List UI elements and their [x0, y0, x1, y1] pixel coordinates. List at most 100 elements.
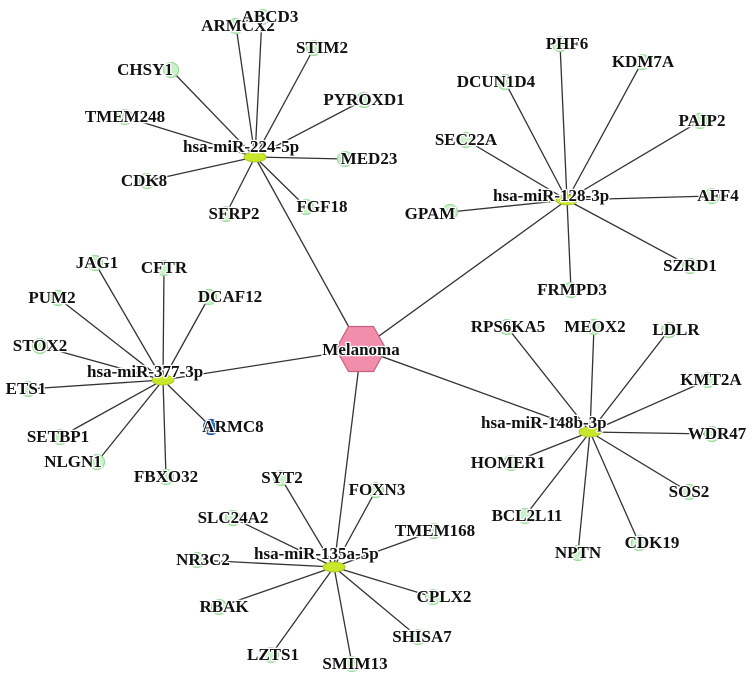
gene-node-stox2[interactable]: [31, 337, 49, 355]
node-layer: [19, 8, 721, 673]
edge-mir148b-ldlr: [589, 329, 670, 433]
gene-node-cftr[interactable]: [155, 259, 173, 277]
gene-node-abcd3[interactable]: [253, 8, 271, 26]
gene-label-cdk8: CDK8: [121, 171, 167, 190]
gene-label-abcd3: ABCD3: [242, 7, 299, 26]
gene-node-slc24a2[interactable]: [224, 509, 242, 527]
hub-node-melanoma[interactable]: [335, 325, 387, 373]
gene-node-dcun1d4[interactable]: [496, 73, 514, 91]
gene-label-paip2: PAIP2: [679, 111, 726, 130]
gene-node-sec22a[interactable]: [457, 131, 475, 149]
mirna-node-mir128[interactable]: [555, 194, 579, 206]
gene-node-rps6ka5[interactable]: [498, 318, 516, 336]
edge-mir377-fbxo32: [162, 379, 167, 478]
gene-label-shisa7: SHISA7: [392, 627, 452, 646]
gene-label-frmpd3: FRMPD3: [537, 280, 607, 299]
gene-label-jag1: JAG1: [76, 253, 119, 272]
edge-mir128-paip2: [566, 120, 701, 201]
gene-node-nlgn1[interactable]: [88, 453, 106, 471]
gene-node-paip2[interactable]: [691, 112, 709, 130]
gene-label-tmem168: TMEM168: [395, 521, 475, 540]
gene-node-lzts1[interactable]: [262, 646, 280, 664]
edge-mir377-armc8: [162, 379, 212, 428]
gene-node-ets1[interactable]: [19, 380, 37, 398]
gene-node-rbak[interactable]: [210, 598, 228, 616]
mirna-label-mir128: hsa-miR-128-3p: [493, 186, 609, 205]
gene-node-dcaf12[interactable]: [200, 288, 218, 306]
gene-node-shisa7[interactable]: [409, 628, 427, 646]
gene-label-ldlr: LDLR: [652, 320, 700, 339]
edge-mir224-med23: [254, 156, 346, 160]
gene-node-kdm7a[interactable]: [633, 53, 651, 71]
gene-label-ets1: ETS1: [6, 379, 47, 398]
gene-node-sos2[interactable]: [680, 483, 698, 501]
edge-mir135a-rbak: [218, 566, 335, 608]
gene-node-cdk8[interactable]: [138, 172, 156, 190]
label-layer: ARMCX2ABCD3STIM2CHSY1PYROXD1TMEM248MED23…: [4, 6, 748, 675]
gene-node-aff4[interactable]: [703, 187, 721, 205]
gene-node-tmem168[interactable]: [425, 522, 443, 540]
edge-mir224-stim2: [254, 47, 315, 158]
gene-node-bcl2l11[interactable]: [516, 507, 534, 525]
edge-mir224-cdk8: [146, 156, 256, 182]
gene-label-nr3c2: NR3C2: [176, 550, 230, 569]
gene-node-homer1[interactable]: [502, 454, 520, 472]
gene-label-sfrp2: SFRP2: [209, 204, 260, 223]
gene-node-pyroxd1[interactable]: [355, 91, 373, 109]
gene-node-nr3c2[interactable]: [188, 551, 206, 569]
gene-node-syt2[interactable]: [272, 469, 290, 487]
gene-node-smim13[interactable]: [343, 655, 361, 673]
gene-node-szrd1[interactable]: [681, 257, 699, 275]
gene-label-slc24a2: SLC24A2: [198, 508, 269, 527]
gene-label-syt2: SYT2: [261, 468, 303, 487]
gene-node-tmem248[interactable]: [116, 108, 134, 126]
edge-mir128-sec22a: [465, 139, 568, 201]
gene-label-szrd1: SZRD1: [663, 256, 717, 275]
gene-node-phf6[interactable]: [551, 35, 569, 53]
gene-node-meox2[interactable]: [585, 318, 603, 336]
gene-label-pyroxd1: PYROXD1: [323, 90, 404, 109]
gene-node-cdk19[interactable]: [630, 534, 648, 552]
gene-node-foxn3[interactable]: [367, 481, 385, 499]
gene-node-kmt2a[interactable]: [699, 371, 717, 389]
gene-node-frmpd3[interactable]: [562, 281, 580, 299]
edge-mir148b-rps6ka5: [506, 326, 591, 433]
gene-label-bcl2l11: BCL2L11: [492, 506, 563, 525]
gene-node-med23[interactable]: [336, 150, 354, 168]
mirna-label-mir148b: hsa-miR-148b-3p: [481, 413, 607, 432]
edge-mir135a-foxn3: [333, 489, 377, 568]
mirna-node-mir377[interactable]: [151, 374, 175, 386]
gene-node-pum2[interactable]: [49, 289, 67, 307]
gene-label-fbxo32: FBXO32: [134, 467, 198, 486]
gene-node-gpam[interactable]: [441, 203, 459, 221]
edge-mir148b-homer1: [510, 431, 591, 464]
gene-label-phf6: PHF6: [546, 34, 589, 53]
gene-node-armc8[interactable]: [202, 418, 220, 436]
edge-mir148b-meox2: [589, 326, 595, 433]
gene-label-nlgn1: NLGN1: [44, 452, 102, 471]
mirna-node-mir135a[interactable]: [322, 561, 346, 573]
gene-node-cplx2[interactable]: [424, 588, 442, 606]
gene-node-fgf18[interactable]: [297, 198, 315, 216]
gene-label-kdm7a: KDM7A: [612, 52, 675, 71]
gene-node-chsy1[interactable]: [162, 61, 180, 79]
gene-node-nptn[interactable]: [569, 544, 587, 562]
mirna-node-mir224[interactable]: [243, 151, 267, 163]
gene-label-rbak: RBAK: [199, 597, 249, 616]
gene-node-ldlr[interactable]: [660, 321, 678, 339]
edge-mir377-setbp1: [59, 379, 164, 438]
gene-node-setbp1[interactable]: [51, 428, 69, 446]
gene-node-stim2[interactable]: [305, 39, 323, 57]
gene-label-pum2: PUM2: [28, 288, 75, 307]
edge-mir224-fgf18: [254, 156, 307, 208]
gene-node-jag1[interactable]: [86, 254, 104, 272]
gene-node-wdr47[interactable]: [703, 425, 721, 443]
gene-node-armcx2[interactable]: [227, 17, 245, 35]
mirna-node-mir148b[interactable]: [578, 426, 602, 438]
gene-node-fbxo32[interactable]: [157, 468, 175, 486]
gene-node-sfrp2[interactable]: [217, 205, 235, 223]
edge-mir148b-kmt2a: [589, 379, 709, 433]
gene-label-armc8: ARMC8: [202, 417, 263, 436]
gene-label-dcaf12: DCAF12: [198, 287, 262, 306]
edge-mir377-ets1: [27, 379, 164, 390]
